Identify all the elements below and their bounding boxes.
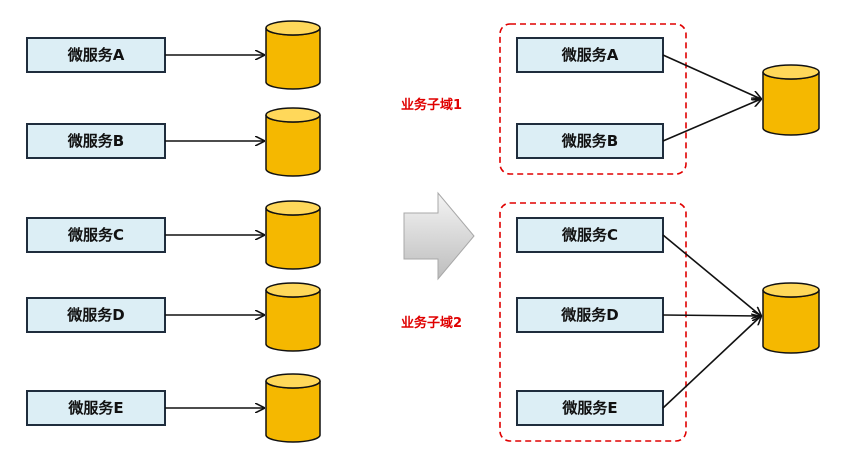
database-icon [762,282,820,354]
database-body [762,71,820,136]
service-label: 微服务C [67,226,124,244]
database-body [762,289,820,354]
left-service-row-a: 微服务A [26,20,321,90]
left-service-row-e: 微服务E [26,373,321,443]
database-top [762,64,820,80]
service-box [26,123,166,159]
right-panel: 业务子域1 微服务A 微服务B 业务子域2 微服务C 微服务D 微服务E [401,23,820,442]
database-icon [265,373,321,443]
database-top [265,282,321,298]
service-label: 微服务A [67,46,125,64]
connector-arrow [662,54,761,99]
database-icon [265,20,321,90]
database-icon [265,107,321,177]
database-body [265,380,321,443]
subdomain-border [499,23,687,175]
connector-arrow [662,316,761,409]
service-label: 微服务B [67,132,124,150]
connector-arrow [662,99,761,142]
left-service-row-d: 微服务D [26,282,321,352]
subdomain-label: 业务子域1 [401,97,462,113]
service-box [516,37,664,73]
database-body [265,289,321,352]
database-top [265,373,321,389]
database-icon [265,282,321,352]
left-service-row-b: 微服务B [26,107,321,177]
service-label: 微服务E [67,399,123,417]
service-label: 微服务B [561,132,618,150]
database-body [265,114,321,177]
service-label: 微服务D [560,306,618,324]
database-top [762,282,820,298]
database-body [265,27,321,90]
database-top [265,200,321,216]
service-box [516,217,664,253]
subdomain-border [499,202,687,442]
service-box [26,297,166,333]
database-icon [762,64,820,136]
connector-arrow [662,234,761,316]
database-icon [265,200,321,270]
connector-arrow [662,315,761,316]
database-top [265,20,321,36]
database-body [265,207,321,270]
subdomain-group-1: 业务子域1 微服务A 微服务B [401,23,820,175]
left-service-row-c: 微服务C [26,200,321,270]
service-box [516,390,664,426]
subdomain-group-2: 业务子域2 微服务C 微服务D 微服务E [401,202,820,442]
database-top [265,107,321,123]
service-label: 微服务D [66,306,124,324]
service-box [26,217,166,253]
service-label: 微服务A [561,46,619,64]
right-arrow-icon [403,191,475,281]
service-box [26,37,166,73]
service-label: 微服务E [561,399,617,417]
service-label: 微服务C [561,226,618,244]
left-panel: 微服务A 微服务B 微服务C 微服务D 微服务E [26,20,321,443]
subdomain-label: 业务子域2 [401,315,462,331]
